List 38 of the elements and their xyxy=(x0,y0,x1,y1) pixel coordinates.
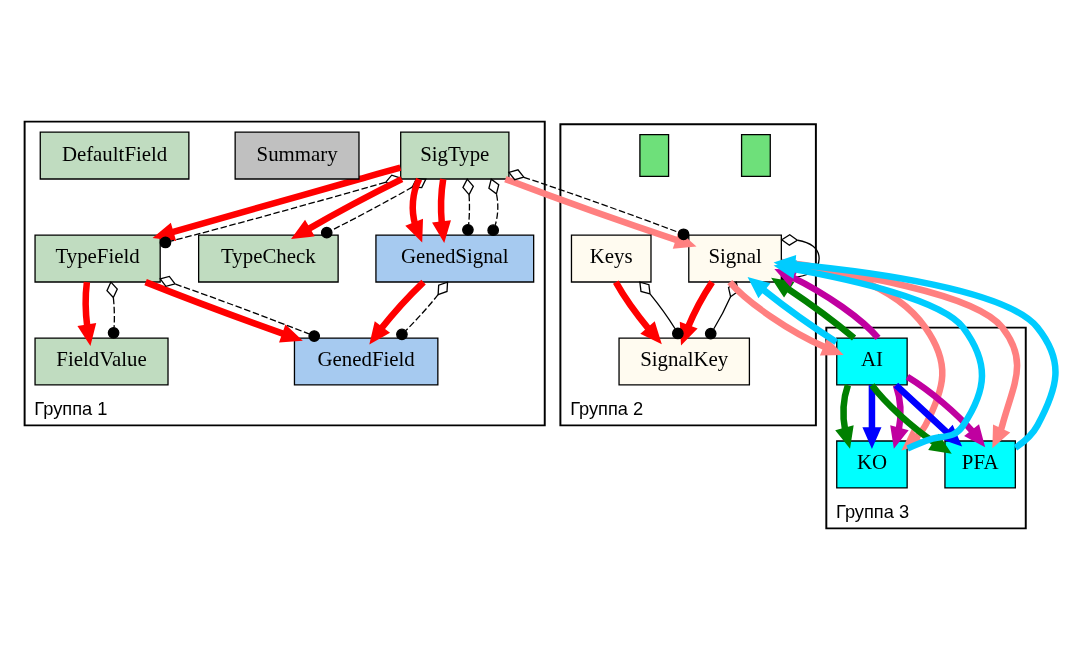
arrow xyxy=(771,277,857,340)
connector xyxy=(462,177,475,236)
connector xyxy=(639,280,684,339)
node-box: SignalKey xyxy=(618,336,751,386)
arrow xyxy=(869,382,952,454)
arrow xyxy=(862,384,882,449)
node-box: FieldValue xyxy=(34,336,169,386)
connector xyxy=(396,280,449,340)
connector xyxy=(507,168,690,240)
arrow xyxy=(144,278,303,342)
node-box: GenedField xyxy=(293,336,439,386)
connector xyxy=(159,275,321,342)
connector xyxy=(320,177,427,239)
node-box: Signal xyxy=(688,233,782,283)
arrow xyxy=(890,383,909,449)
arrow xyxy=(369,279,426,344)
arrow xyxy=(613,279,662,344)
node-box: DefaultField xyxy=(39,130,190,180)
arrow xyxy=(405,177,424,243)
node-box: AI xyxy=(836,336,908,386)
arrow xyxy=(747,276,839,345)
node-box xyxy=(639,133,670,177)
node-box xyxy=(740,133,771,177)
arrow xyxy=(679,279,715,346)
arrow xyxy=(835,383,854,449)
node-box: TypeField xyxy=(34,233,161,283)
node-box: GenedSignal xyxy=(375,233,535,283)
arrow xyxy=(432,178,451,243)
node-box: PFA xyxy=(944,439,1016,489)
node-box: SigType xyxy=(400,130,510,180)
node-box: Summary xyxy=(234,130,360,180)
connector xyxy=(487,177,500,236)
arrow xyxy=(504,175,697,249)
node-box: TypeCheck xyxy=(198,233,339,283)
arrow xyxy=(77,281,97,346)
node-box: KO xyxy=(836,439,908,489)
connector xyxy=(106,280,120,339)
node-box: Keys xyxy=(570,233,652,283)
